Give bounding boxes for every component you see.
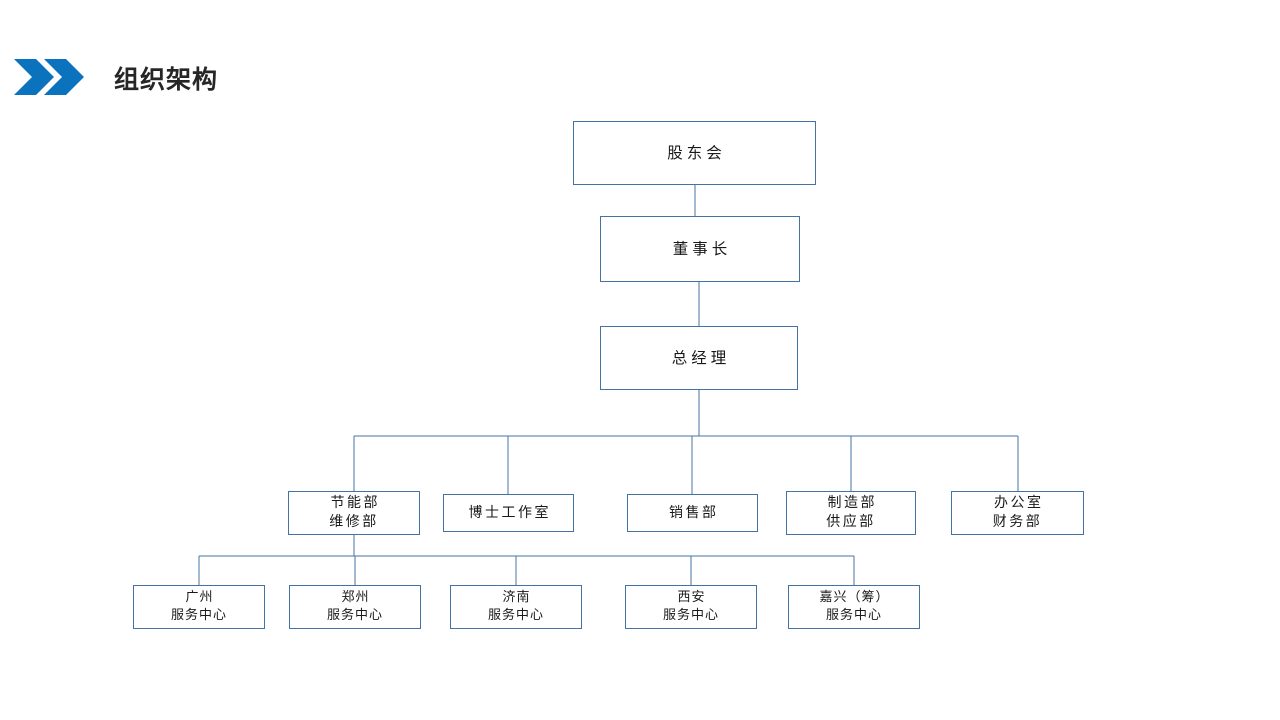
org-node-label: 董事长 (672, 240, 732, 258)
org-node-label: 博士工作室 (468, 504, 551, 521)
org-node-label: 嘉兴（筹） 服务中心 (819, 590, 890, 623)
org-node-service-center[interactable]: 郑州 服务中心 (289, 585, 421, 629)
org-node-chairman[interactable]: 董事长 (600, 216, 800, 282)
org-node-label: 办公室 财务部 (992, 495, 1044, 530)
org-node-label: 股东会 (667, 144, 726, 162)
org-node-service-center[interactable]: 西安 服务中心 (625, 585, 757, 629)
org-node-general-manager[interactable]: 总经理 (600, 326, 798, 390)
org-node-label: 制造部 供应部 (826, 495, 877, 530)
org-node-label: 济南 服务中心 (487, 590, 544, 623)
slide-header: 组织架构 (0, 0, 1280, 110)
org-node-shareholders[interactable]: 股东会 (573, 121, 816, 185)
double-chevron-right-icon (14, 59, 84, 95)
org-node-label: 郑州 服务中心 (326, 590, 383, 623)
org-node-department[interactable]: 节能部 维修部 (288, 491, 420, 535)
org-node-service-center[interactable]: 嘉兴（筹） 服务中心 (788, 585, 920, 629)
org-node-label: 销售部 (669, 504, 719, 521)
org-node-department[interactable]: 博士工作室 (443, 494, 574, 532)
page-title: 组织架构 (114, 65, 219, 94)
org-node-service-center[interactable]: 济南 服务中心 (450, 585, 582, 629)
org-node-department[interactable]: 办公室 财务部 (951, 491, 1084, 535)
org-node-department[interactable]: 销售部 (627, 494, 758, 532)
org-node-label: 节能部 维修部 (329, 495, 380, 530)
org-node-service-center[interactable]: 广州 服务中心 (133, 585, 265, 629)
org-node-label: 西安 服务中心 (662, 590, 719, 623)
org-node-label: 总经理 (671, 349, 731, 367)
org-node-label: 广州 服务中心 (170, 590, 227, 623)
org-node-department[interactable]: 制造部 供应部 (786, 491, 916, 535)
